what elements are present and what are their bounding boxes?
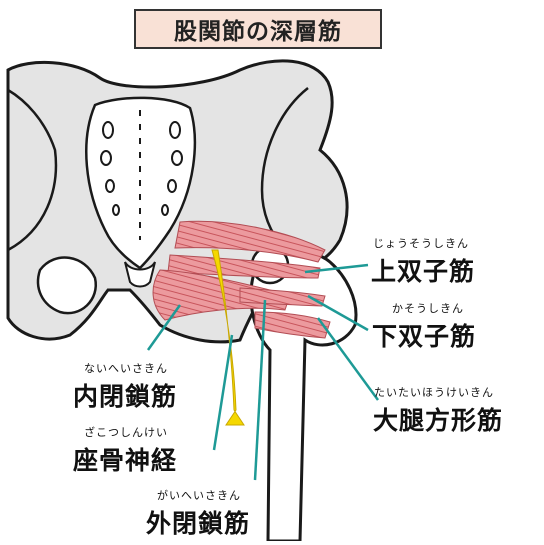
quadratus-femoris-reading: たいたいほうけいきん — [374, 386, 494, 399]
coccyx — [124, 261, 156, 288]
leader-lines — [146, 263, 380, 481]
obturator-internus-reading: ないへいさきん — [84, 362, 168, 375]
sciatic-nerve-label: 座骨神経 — [73, 446, 178, 475]
leader-sciatic-nerve — [212, 334, 234, 451]
inferior-gemellus-reading: かそうしきん — [392, 302, 464, 315]
inferior-gemellus-label: 下双子筋 — [372, 322, 477, 351]
leader-inferior-gemellus — [307, 294, 369, 332]
quadratus-femoris-label: 大腿方形筋 — [373, 406, 504, 435]
obturator-foramen — [36, 256, 98, 315]
leader-quadratus-femoris — [316, 317, 380, 401]
obturator-internus-label: 内閉鎖筋 — [73, 382, 178, 411]
sciatic-nerve-reading: ざこつしんけい — [84, 426, 168, 439]
leader-superior-gemellus — [304, 263, 369, 274]
leader-obturator-externus — [253, 299, 267, 481]
sacral-foramina — [100, 121, 183, 216]
sciatic-nerve — [211, 249, 245, 426]
inferior-gemellus-muscle — [239, 287, 326, 307]
leader-obturator-internus — [146, 304, 182, 351]
superior-gemellus-reading: じょうそうしきん — [373, 237, 469, 250]
iliac-line-left — [7, 88, 58, 252]
obturator-externus-reading: がいへいさきん — [157, 489, 241, 502]
superior-gemellus-muscle — [167, 254, 321, 279]
deep-hip-muscles — [152, 220, 331, 339]
piriformis-muscle — [174, 220, 326, 263]
quadratus-femoris-muscle — [254, 311, 331, 339]
superior-gemellus-label: 上双子筋 — [371, 257, 476, 286]
page-title: 股関節の深層筋 — [134, 9, 382, 49]
obturator-externus-label: 外閉鎖筋 — [146, 509, 251, 538]
